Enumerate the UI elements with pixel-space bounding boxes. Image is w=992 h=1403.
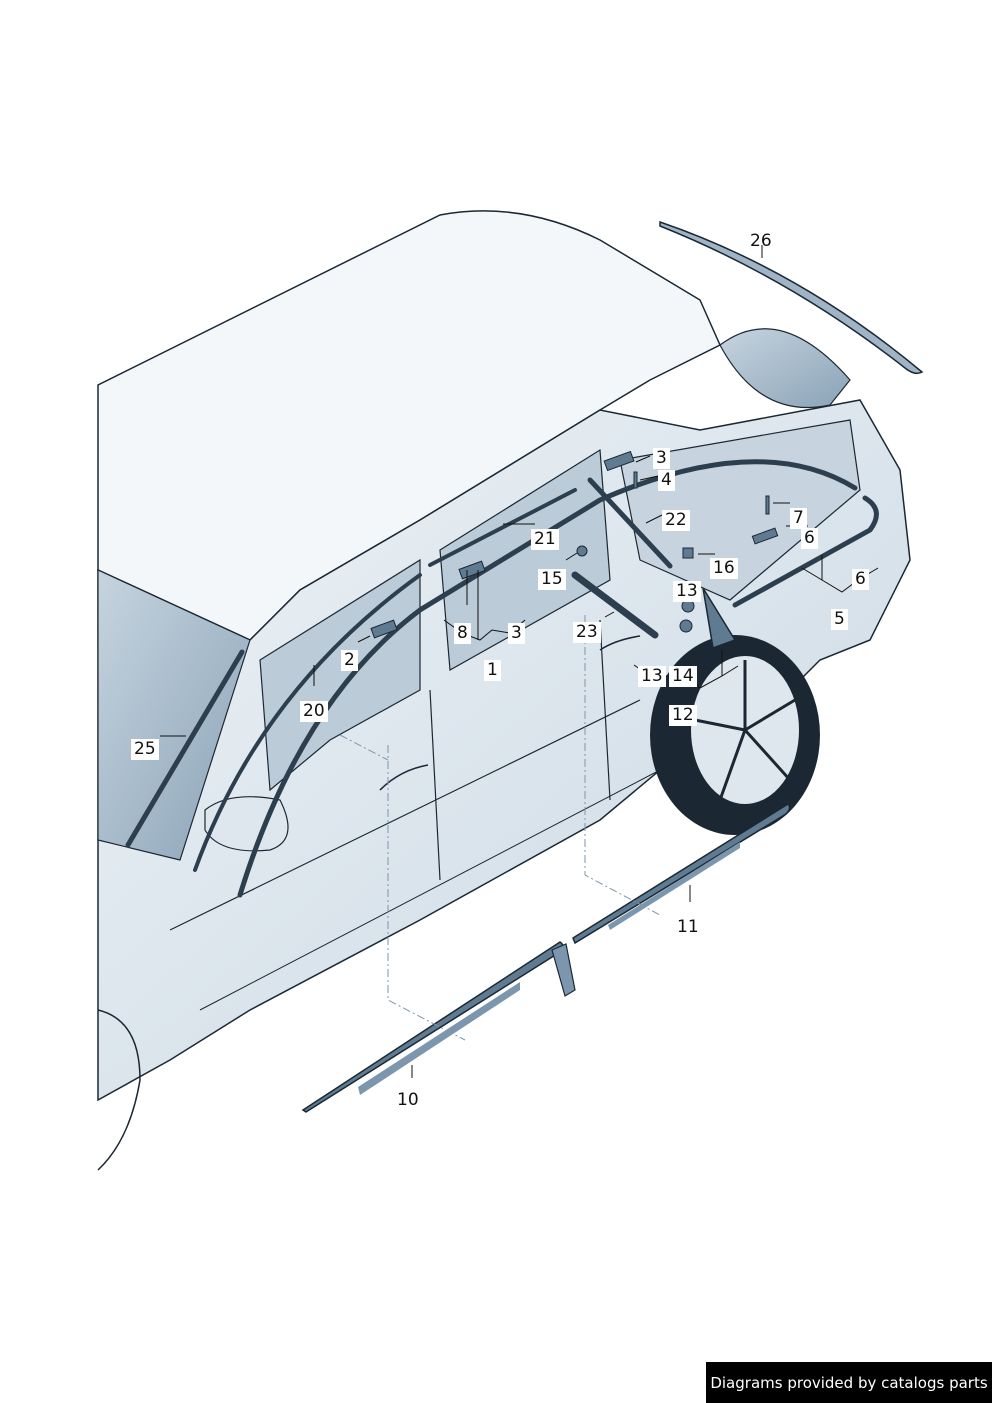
callout-14: 14 <box>669 666 697 687</box>
callout-12: 12 <box>669 705 697 726</box>
callout-11: 11 <box>677 917 699 937</box>
callout-3-middle: 3 <box>508 623 525 644</box>
callout-7: 7 <box>790 508 807 529</box>
callout-15: 15 <box>538 569 566 590</box>
credit-banner: Diagrams provided by catalogs parts <box>706 1362 992 1403</box>
callout-13-lower: 13 <box>638 666 666 687</box>
callout-16: 16 <box>710 558 738 579</box>
front-wheel <box>97 1009 141 1171</box>
part-mouldings <box>125 459 879 898</box>
callout-25: 25 <box>131 739 159 760</box>
rear-wheel <box>650 635 820 835</box>
callout-22: 22 <box>662 510 690 531</box>
part-sill-strip-front <box>301 941 576 1113</box>
callout-4: 4 <box>658 470 675 491</box>
part-quarter-triangle <box>702 587 737 650</box>
callout-8: 8 <box>454 623 471 644</box>
reference-lines <box>339 615 661 1041</box>
callout-5: 5 <box>831 609 848 630</box>
callout-21: 21 <box>531 529 559 550</box>
callout-6-upper: 6 <box>801 528 818 549</box>
callout-26: 26 <box>750 231 772 251</box>
callout-23: 23 <box>573 622 601 643</box>
part-clips <box>370 450 779 639</box>
credit-text: Diagrams provided by catalogs parts <box>710 1373 988 1392</box>
callout-3-top: 3 <box>653 448 670 469</box>
callout-13-upper: 13 <box>673 581 701 602</box>
part-sill-strip-rear <box>572 803 791 945</box>
callout-1: 1 <box>484 660 501 681</box>
callout-10: 10 <box>397 1090 419 1110</box>
callout-6-lower: 6 <box>852 569 869 590</box>
part-rear-spoiler <box>659 220 924 375</box>
callout-2: 2 <box>341 650 358 671</box>
callout-20: 20 <box>300 701 328 722</box>
